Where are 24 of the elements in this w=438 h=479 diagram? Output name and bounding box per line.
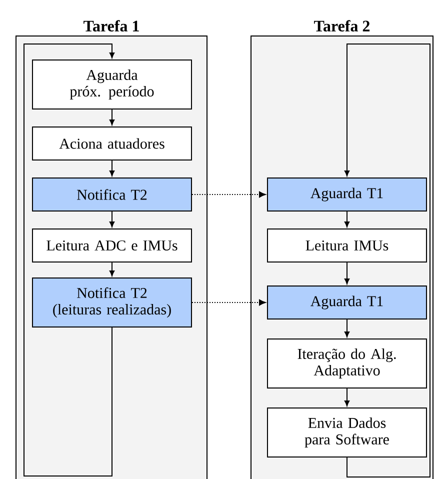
- arrow: [344, 211, 350, 228]
- arrow: [192, 191, 266, 198]
- process-box: Leitura IMUs: [267, 228, 427, 262]
- process-box: Aciona atuadores: [32, 126, 192, 160]
- arrow: [344, 388, 350, 406]
- node-label: Tarefa 2: [314, 20, 370, 32]
- process-box: Iteração do Alg. Adaptativo: [267, 338, 427, 388]
- process-box: Leitura ADC e IMUs: [32, 228, 192, 262]
- arrow: [109, 109, 115, 126]
- process-box: Aguarda T1: [267, 178, 427, 212]
- process-box: Notifica T2 (leituras realizadas): [32, 278, 192, 328]
- arrow: [344, 262, 350, 284]
- process-box: Aguarda T1: [267, 286, 427, 320]
- node-label: Tarefa 1: [84, 20, 139, 32]
- arrow: [24, 44, 115, 476]
- arrow: [109, 211, 115, 228]
- arrow: [109, 160, 115, 176]
- process-box: Notifica T2: [32, 178, 192, 212]
- arrow: [344, 319, 350, 338]
- arrow: [344, 44, 430, 478]
- arrow: [109, 262, 115, 276]
- process-box: Envia Dados para Software: [267, 408, 427, 458]
- arrow: [192, 299, 266, 306]
- process-box: Aguarda próx. período: [32, 60, 192, 110]
